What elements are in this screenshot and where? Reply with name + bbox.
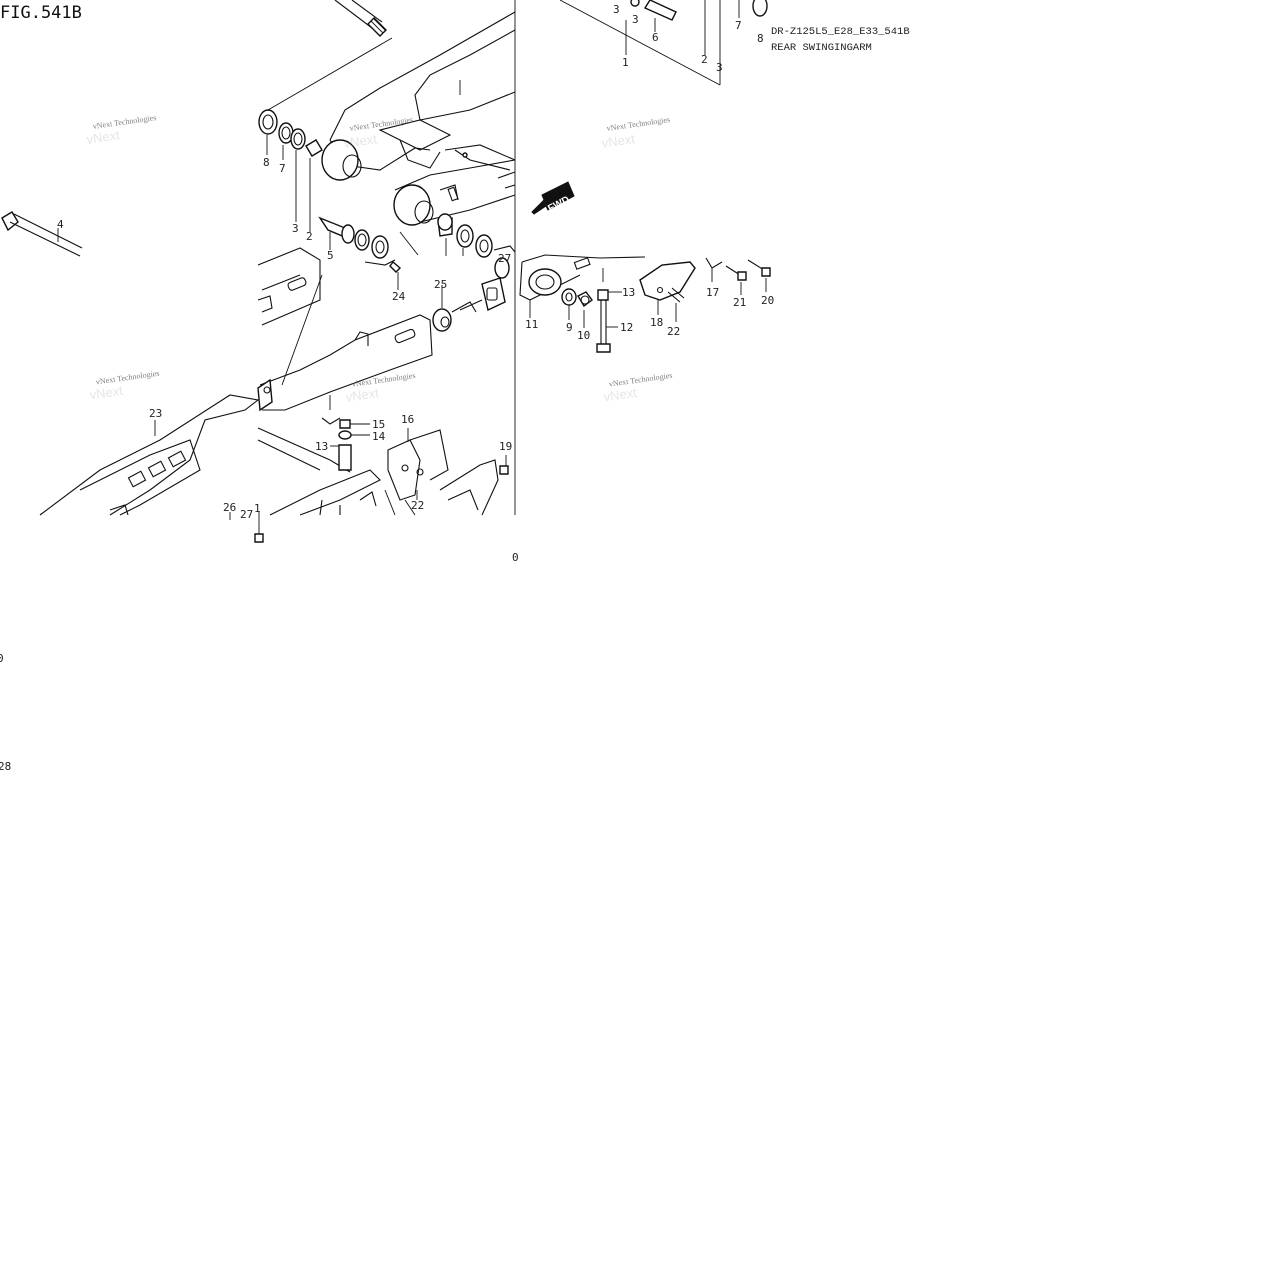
callout-label: 1: [254, 502, 261, 515]
callout-label: 27: [498, 252, 511, 265]
callout-label: 23: [149, 407, 162, 420]
callout-label: 11: [525, 318, 538, 331]
chain-adjuster-parts: [432, 257, 510, 332]
callout-label: 3: [716, 61, 723, 74]
watermark: vNext Technologies: [606, 115, 671, 133]
callout-label: 25: [434, 278, 447, 291]
top-right-parts: [559, 0, 768, 86]
callout-label: 12: [620, 321, 633, 334]
callout-label: 24: [392, 290, 406, 303]
callout-label: 6: [652, 31, 659, 44]
callout-label: 7: [735, 19, 742, 32]
pivot-collar: [318, 216, 419, 290]
callout-label: 10: [577, 329, 590, 342]
swingarm-main: [321, 11, 516, 226]
callout-label: 16: [401, 413, 414, 426]
chain-buffer-parts: [639, 257, 771, 322]
axle-hardware: [561, 268, 622, 353]
figure-name: REAR SWINGINGARM: [771, 42, 872, 54]
callout-label: 2: [306, 230, 313, 243]
callout-label: 28: [0, 760, 11, 773]
watermark: vNext: [343, 131, 378, 151]
figure-code: DR-Z125L5_E28_E33_541B: [771, 26, 910, 38]
callout-label: 8: [757, 32, 764, 45]
callout-label: 4: [57, 218, 64, 231]
callouts: 1 2 3 3 3 6 7 8 8 7 3 2 4 5 24 25 27 11 …: [0, 3, 774, 773]
callout-label: 13: [315, 440, 328, 453]
callout-label: 18: [650, 316, 663, 329]
callout-label: 2: [701, 53, 708, 66]
callout-label: 13: [622, 286, 635, 299]
fwd-arrow-icon: FWD: [531, 181, 575, 215]
callout-label: 15: [372, 418, 385, 431]
callout-label: 22: [411, 499, 424, 512]
callout-label: 1: [622, 56, 629, 69]
callout-label: 3: [613, 3, 620, 16]
swingarm-right-end: [519, 254, 646, 318]
callout-label: 20: [761, 294, 774, 307]
watermark: vNext Technologies: [95, 369, 160, 387]
watermark: vNext: [601, 131, 636, 151]
callout-label: 9: [566, 321, 573, 334]
watermarks: vNext vNext Technologies vNext vNext Tec…: [86, 113, 673, 405]
watermark: vNext Technologies: [351, 371, 416, 389]
callout-label: 19: [499, 440, 512, 453]
pivot-seals-upper: [258, 109, 323, 232]
callout-label: 0: [512, 551, 519, 564]
chain-guard: [257, 247, 321, 326]
callout-label: 26: [223, 501, 236, 514]
figure-title: FIG.541B: [0, 3, 82, 23]
watermark: vNext: [603, 385, 638, 405]
callout-label: 0: [0, 652, 4, 665]
crop-edges: [514, 0, 516, 515]
callout-label: 27: [240, 508, 253, 521]
callout-label: 3: [632, 13, 639, 26]
watermark: vNext Technologies: [92, 113, 157, 131]
watermark: vNext: [345, 385, 380, 405]
callout-label: 21: [733, 296, 746, 309]
callout-label: 7: [279, 162, 286, 175]
axle-shaft: [267, 0, 393, 111]
callout-label: 22: [667, 325, 680, 338]
lower-bracket: [257, 419, 509, 516]
pivot-bolt: [1, 211, 83, 257]
callout-label: 5: [327, 249, 334, 262]
watermark: vNext: [89, 383, 124, 403]
swingarm-lower: [257, 274, 433, 425]
callout-label: 8: [263, 156, 270, 169]
pivot-seals-right: [437, 213, 516, 258]
watermark: vNext: [86, 127, 121, 147]
bottom-left-parts: [229, 512, 264, 543]
chain-adjuster-plate: [39, 394, 260, 516]
callout-label: 3: [292, 222, 299, 235]
watermark: vNext Technologies: [608, 371, 673, 389]
callout-label: 17: [706, 286, 719, 299]
callout-label: 14: [372, 430, 386, 443]
